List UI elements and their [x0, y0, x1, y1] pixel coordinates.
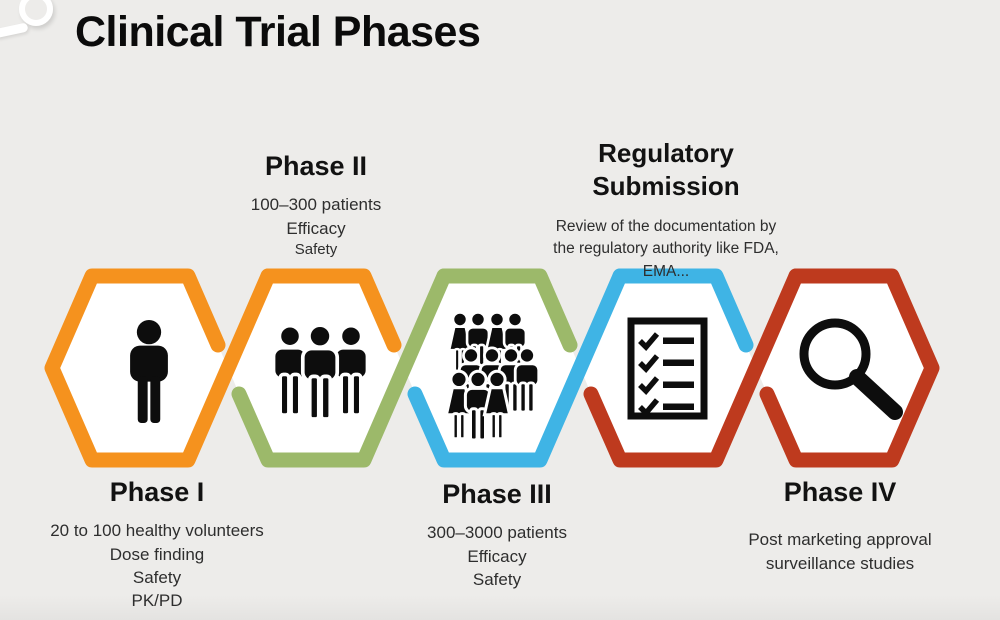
phase-1-detail-line: PK/PD	[131, 591, 183, 611]
phase-1-detail-line: 20 to 100 healthy volunteers	[50, 521, 264, 541]
phase-1-details: 20 to 100 healthy volunteers Dose findin…	[17, 519, 297, 613]
phase-4-detail-line: surveillance studies	[765, 553, 915, 573]
phase-3-block: Phase III 300–3000 patients Efficacy Saf…	[357, 479, 637, 591]
regulatory-detail-line: EMA...	[642, 262, 690, 280]
regulatory-detail-line: the regulatory authority like FDA,	[553, 240, 779, 258]
regulatory-submission-label: Regulatory Submission	[592, 138, 740, 201]
regulatory-detail-line: Review of the documentation by	[555, 218, 777, 235]
hexagon-3-outline-bottom	[407, 268, 628, 468]
magnifier-icon	[799, 318, 903, 420]
regulatory-submission-block: Regulatory Submission Review of the docu…	[516, 137, 816, 283]
phase-1-detail-line: Safety	[132, 567, 182, 587]
checklist-icon	[627, 317, 708, 420]
phase-1-label: Phase I	[109, 477, 205, 507]
page-title: Clinical Trial Phases	[75, 8, 481, 56]
decorative-magnifier-icon	[19, 0, 53, 26]
phase-3-label: Phase III	[442, 479, 552, 509]
phase-4-block: Phase IV Post marketing approval surveil…	[690, 477, 990, 575]
phase-2-detail-line: Efficacy	[286, 218, 346, 238]
hexagon-5-outline	[759, 268, 940, 468]
phase-3-detail-line: 300–3000 patients	[427, 523, 567, 543]
hexagon-4-outline-top	[612, 268, 754, 353]
phase-2-detail-line: 100–300 patients	[250, 195, 382, 215]
phase-3-detail-line: Efficacy	[467, 546, 527, 566]
phase-2-label: Phase II	[264, 151, 368, 181]
phase-4-detail-line: Post marketing approval	[748, 530, 932, 550]
hexagon-4-outline-bottom	[583, 268, 804, 468]
phase-1-detail-line: Dose finding	[109, 544, 205, 564]
phase-2-details: 100–300 patients Efficacy Safety	[176, 193, 456, 261]
phase-1-block: Phase I 20 to 100 healthy volunteers Dos…	[17, 477, 297, 613]
phase-3-details: 300–3000 patients Efficacy Safety	[357, 521, 637, 591]
hexagon-2-outline-bottom	[231, 268, 452, 468]
phase-4-label: Phase IV	[783, 477, 897, 507]
phase-2-detail-line: Safety	[294, 240, 338, 258]
regulatory-submission-details: Review of the documentation by the regul…	[516, 216, 816, 283]
hexagon-2-outline-top	[260, 268, 402, 353]
phase-4-details: Post marketing approval surveillance stu…	[690, 528, 990, 575]
phase-2-block: Phase II 100–300 patients Efficacy Safet…	[176, 151, 456, 261]
hexagon-3-outline-top	[436, 268, 578, 353]
three-people-icon	[271, 323, 370, 421]
phase-3-detail-line: Safety	[472, 569, 522, 589]
hexagon-1-outline	[44, 268, 276, 468]
